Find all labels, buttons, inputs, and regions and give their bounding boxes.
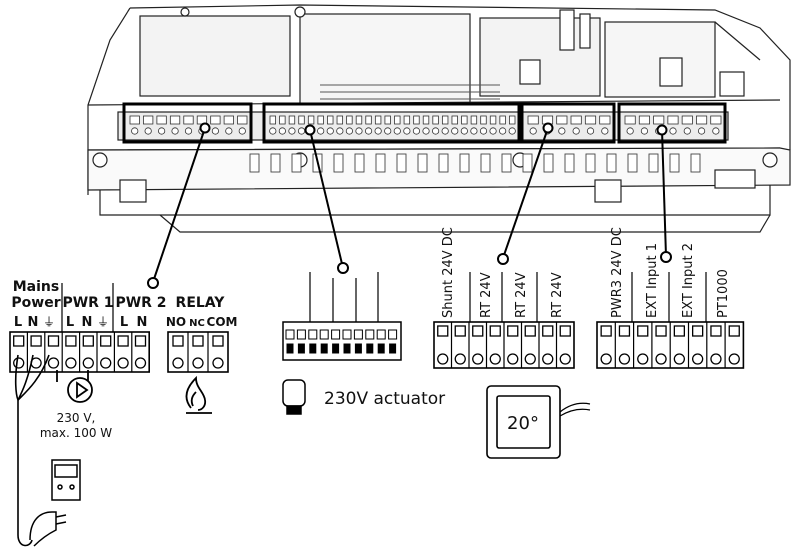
mains-l-label: L bbox=[14, 315, 22, 330]
terminal-ext-label-4: PT1000 bbox=[716, 269, 731, 318]
mains-title-line1: Mains bbox=[13, 279, 59, 295]
mains-earth-label: ⏚ bbox=[43, 315, 55, 329]
pwr2-n-label: N bbox=[137, 315, 148, 330]
power-section: Mains Power PWR 1 PWR 2 RELAY L N ⏚ L N … bbox=[9, 279, 238, 547]
24v-terminal-8 bbox=[559, 325, 571, 337]
relay-terminal-block bbox=[167, 331, 229, 373]
24v-terminal-7 bbox=[542, 325, 554, 337]
24v-terminal-4 bbox=[489, 325, 501, 337]
highlight-ext-block bbox=[617, 102, 727, 144]
actuator-icon bbox=[282, 379, 306, 415]
power-terminal-5 bbox=[82, 335, 94, 347]
ext-terminal-4 bbox=[655, 325, 667, 337]
ext-terminal-5 bbox=[673, 325, 685, 337]
terminals-ext-section: PWR3 24V DC EXT Input 1 EXT Input 2 PT1000 bbox=[596, 227, 745, 369]
relay-no-label: NO bbox=[166, 315, 186, 329]
controller-unit bbox=[87, 4, 791, 233]
relay-title: RELAY bbox=[176, 295, 226, 311]
terminal-24v-label-4: RT 24V bbox=[550, 272, 565, 318]
power-terminal-1 bbox=[13, 335, 25, 347]
plug-icon bbox=[29, 511, 67, 547]
highlight-boxes bbox=[122, 102, 727, 144]
terminal-24v-label-1: Shunt 24V DC bbox=[441, 227, 456, 318]
actuator-section: 230V actuator bbox=[282, 272, 445, 415]
actuator-label: 230V actuator bbox=[324, 389, 445, 409]
24v-terminal-1 bbox=[437, 325, 449, 337]
strip-terminals bbox=[129, 115, 722, 135]
relay-terminal-2 bbox=[192, 335, 204, 347]
actuator-wires bbox=[309, 272, 379, 322]
terminal-block-ext bbox=[596, 321, 745, 369]
ext-terminal-8 bbox=[728, 325, 740, 337]
relay-com-label: COM bbox=[207, 315, 238, 329]
power-terminal-3 bbox=[47, 335, 60, 347]
pwr1-title: PWR 1 bbox=[62, 295, 113, 311]
pwr1-l-label: L bbox=[66, 315, 74, 330]
pwr1-earth-label: ⏚ bbox=[97, 315, 109, 329]
ext-terminal-3 bbox=[637, 325, 649, 337]
power-terminal-2 bbox=[30, 335, 42, 347]
power-terminal-7 bbox=[117, 335, 129, 347]
terminal-ext-label-2: EXT Input 1 bbox=[645, 243, 660, 318]
power-terminal-4 bbox=[65, 335, 77, 347]
power-terminal-8 bbox=[134, 335, 147, 347]
mains-n-label: N bbox=[28, 315, 39, 330]
pwr1-n-label: N bbox=[82, 315, 93, 330]
leader-lines bbox=[152, 127, 667, 283]
24v-terminal-5 bbox=[507, 325, 519, 337]
terminal-ext-label-3: EXT Input 2 bbox=[681, 243, 696, 318]
ext-terminal-7 bbox=[710, 325, 722, 337]
terminal-ext-label-1: PWR3 24V DC bbox=[610, 227, 625, 318]
terminals-24v-section: Shunt 24V DC RT 24V RT 24V RT 24V 20° bbox=[433, 227, 591, 459]
terminal-24v-label-3: RT 24V bbox=[514, 272, 529, 318]
flame-icon bbox=[185, 375, 212, 414]
relay-nc-label: NC bbox=[189, 318, 205, 329]
power-terminal-6 bbox=[100, 335, 112, 347]
power-terminal-block bbox=[9, 331, 150, 373]
24v-terminal-6 bbox=[524, 325, 536, 337]
pump-spec-line1: 230 V, bbox=[57, 411, 96, 425]
wall-socket-icon bbox=[51, 459, 81, 501]
leader-dots bbox=[147, 122, 672, 289]
ext-terminal-6 bbox=[692, 325, 704, 337]
highlight-24v-block bbox=[520, 102, 616, 144]
thermostat-device bbox=[486, 385, 591, 459]
terminal-block-24v bbox=[433, 321, 575, 369]
24v-terminal-3 bbox=[472, 325, 484, 337]
highlight-power-block bbox=[122, 102, 253, 144]
actuator-connector bbox=[282, 321, 402, 361]
mains-title-line2: Power bbox=[11, 295, 60, 311]
ext-terminal-2 bbox=[618, 325, 631, 337]
pump-icon bbox=[56, 370, 93, 403]
pwr2-title: PWR 2 bbox=[115, 295, 166, 311]
relay-terminal-3 bbox=[212, 335, 224, 347]
pwr2-l-label: L bbox=[120, 315, 128, 330]
24v-terminal-2 bbox=[454, 325, 466, 337]
relay-terminal-1 bbox=[172, 335, 184, 347]
pump-spec-line2: max. 100 W bbox=[40, 426, 112, 440]
terminal-24v-label-2: RT 24V bbox=[479, 272, 494, 318]
thermostat-display: 20° bbox=[507, 413, 539, 434]
highlight-actuator-block bbox=[262, 102, 521, 144]
mains-cable bbox=[14, 354, 50, 547]
ext-terminal-1 bbox=[600, 325, 612, 337]
